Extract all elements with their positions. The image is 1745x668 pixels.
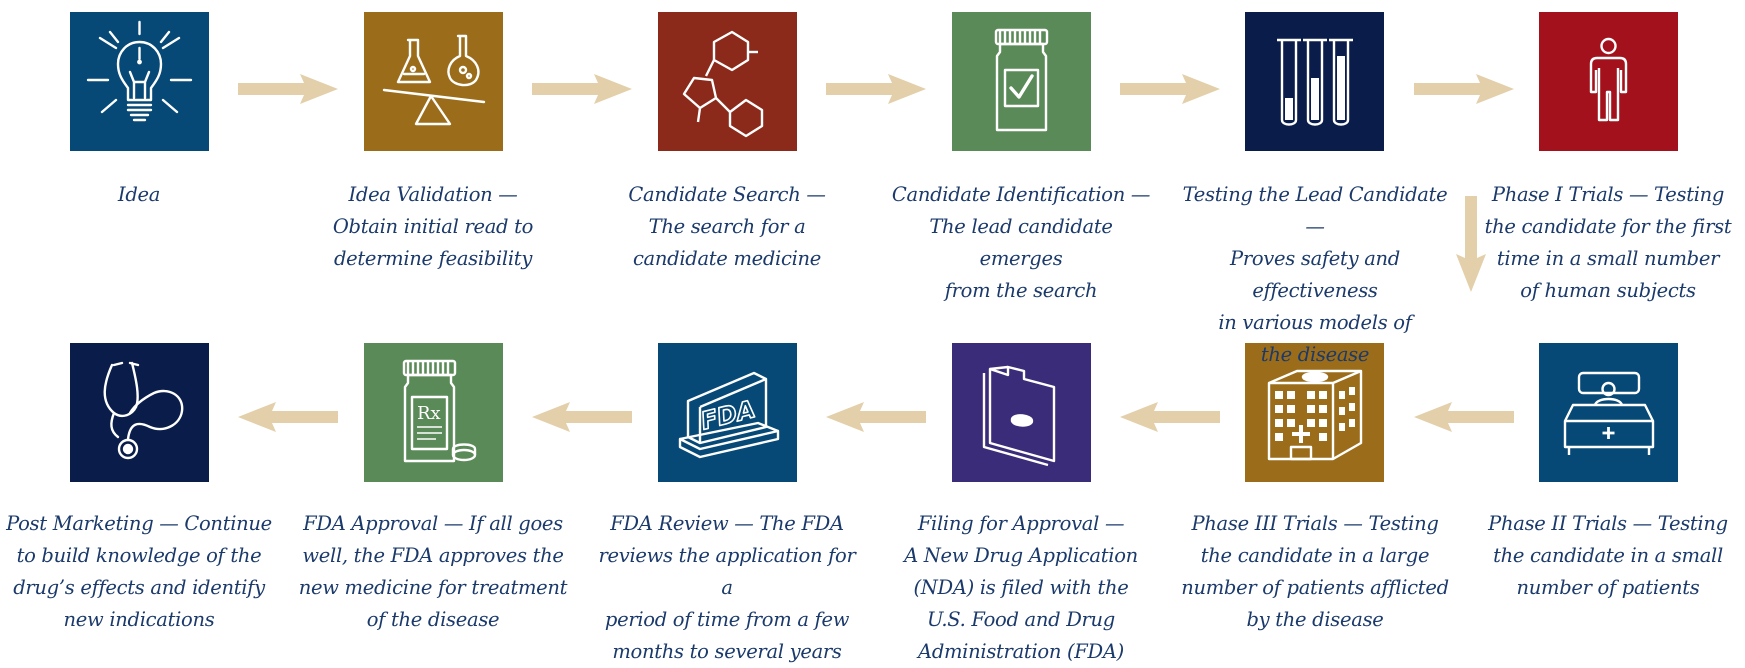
flow-arrow-7	[1120, 402, 1220, 432]
stethoscope-icon	[103, 361, 184, 460]
step-label-phase-3-trials: Phase III Trials — Testing the candidate…	[1181, 512, 1449, 631]
step-label-idea: Idea	[117, 183, 161, 206]
step-tile-phase-3-trials	[1245, 343, 1384, 482]
step-label-filing-for-approval: Filing for Approval — A New Drug Applica…	[904, 512, 1138, 663]
lightbulb-icon	[86, 20, 193, 122]
flow-arrow-8	[826, 402, 926, 432]
step-tile-phase-1-trials	[1539, 12, 1678, 151]
step-label-fda-approval: FDA Approval — If all goes well, the FDA…	[298, 512, 568, 631]
flow-arrow-6	[1414, 402, 1514, 432]
step-label-testing-lead-candidate: Testing the Lead Candidate — Proves safe…	[1182, 183, 1448, 366]
step-tile-phase-2-trials	[1539, 343, 1678, 482]
flow-arrow-1	[238, 74, 338, 104]
step-tile-testing-lead-candidate	[1245, 12, 1384, 151]
test-tubes-icon	[1277, 38, 1353, 126]
step-tile-idea	[70, 12, 209, 151]
hospital-bed-icon	[1563, 371, 1655, 455]
folder-icon	[982, 365, 1056, 467]
step-tile-filing-for-approval	[952, 343, 1091, 482]
flow-arrow-5	[1414, 74, 1514, 104]
prescription-bottle-icon: Rx	[402, 359, 477, 463]
step-tile-candidate-search	[658, 12, 797, 151]
flow-arrow-4	[1120, 74, 1220, 104]
step-tile-idea-validation	[364, 12, 503, 151]
flow-arrow-down	[1456, 196, 1486, 292]
pill-bottle-check-icon	[994, 28, 1049, 132]
step-label-phase-2-trials: Phase II Trials — Testing the candidate …	[1488, 512, 1728, 599]
hospital-building-icon	[1267, 369, 1363, 461]
person-icon	[1589, 37, 1628, 122]
step-label-phase-1-trials: Phase I Trials — Testing the candidate f…	[1484, 183, 1732, 302]
flask-scale-icon	[382, 34, 486, 126]
fda-sign-text: FDA	[698, 395, 758, 435]
flow-arrow-2	[532, 74, 632, 104]
step-tile-fda-approval: Rx	[364, 343, 503, 482]
step-label-candidate-identification: Candidate Identification — The lead cand…	[891, 183, 1151, 302]
step-label-fda-review: FDA Review — The FDA reviews the applica…	[598, 512, 856, 663]
fda-sign-icon: FDA	[678, 371, 780, 459]
step-tile-post-marketing	[70, 343, 209, 482]
flow-arrow-9	[532, 402, 632, 432]
rx-symbol: Rx	[417, 403, 441, 424]
step-tile-fda-review: FDA	[658, 343, 797, 482]
step-label-candidate-search: Candidate Search — The search for a cand…	[628, 183, 826, 270]
molecule-icon	[682, 30, 764, 138]
flow-arrow-3	[826, 74, 926, 104]
step-tile-candidate-identification	[952, 12, 1091, 151]
flow-arrow-10	[238, 402, 338, 432]
step-label-post-marketing: Post Marketing — Continue to build knowl…	[6, 512, 272, 631]
step-label-idea-validation: Idea Validation — Obtain initial read to…	[332, 183, 534, 270]
